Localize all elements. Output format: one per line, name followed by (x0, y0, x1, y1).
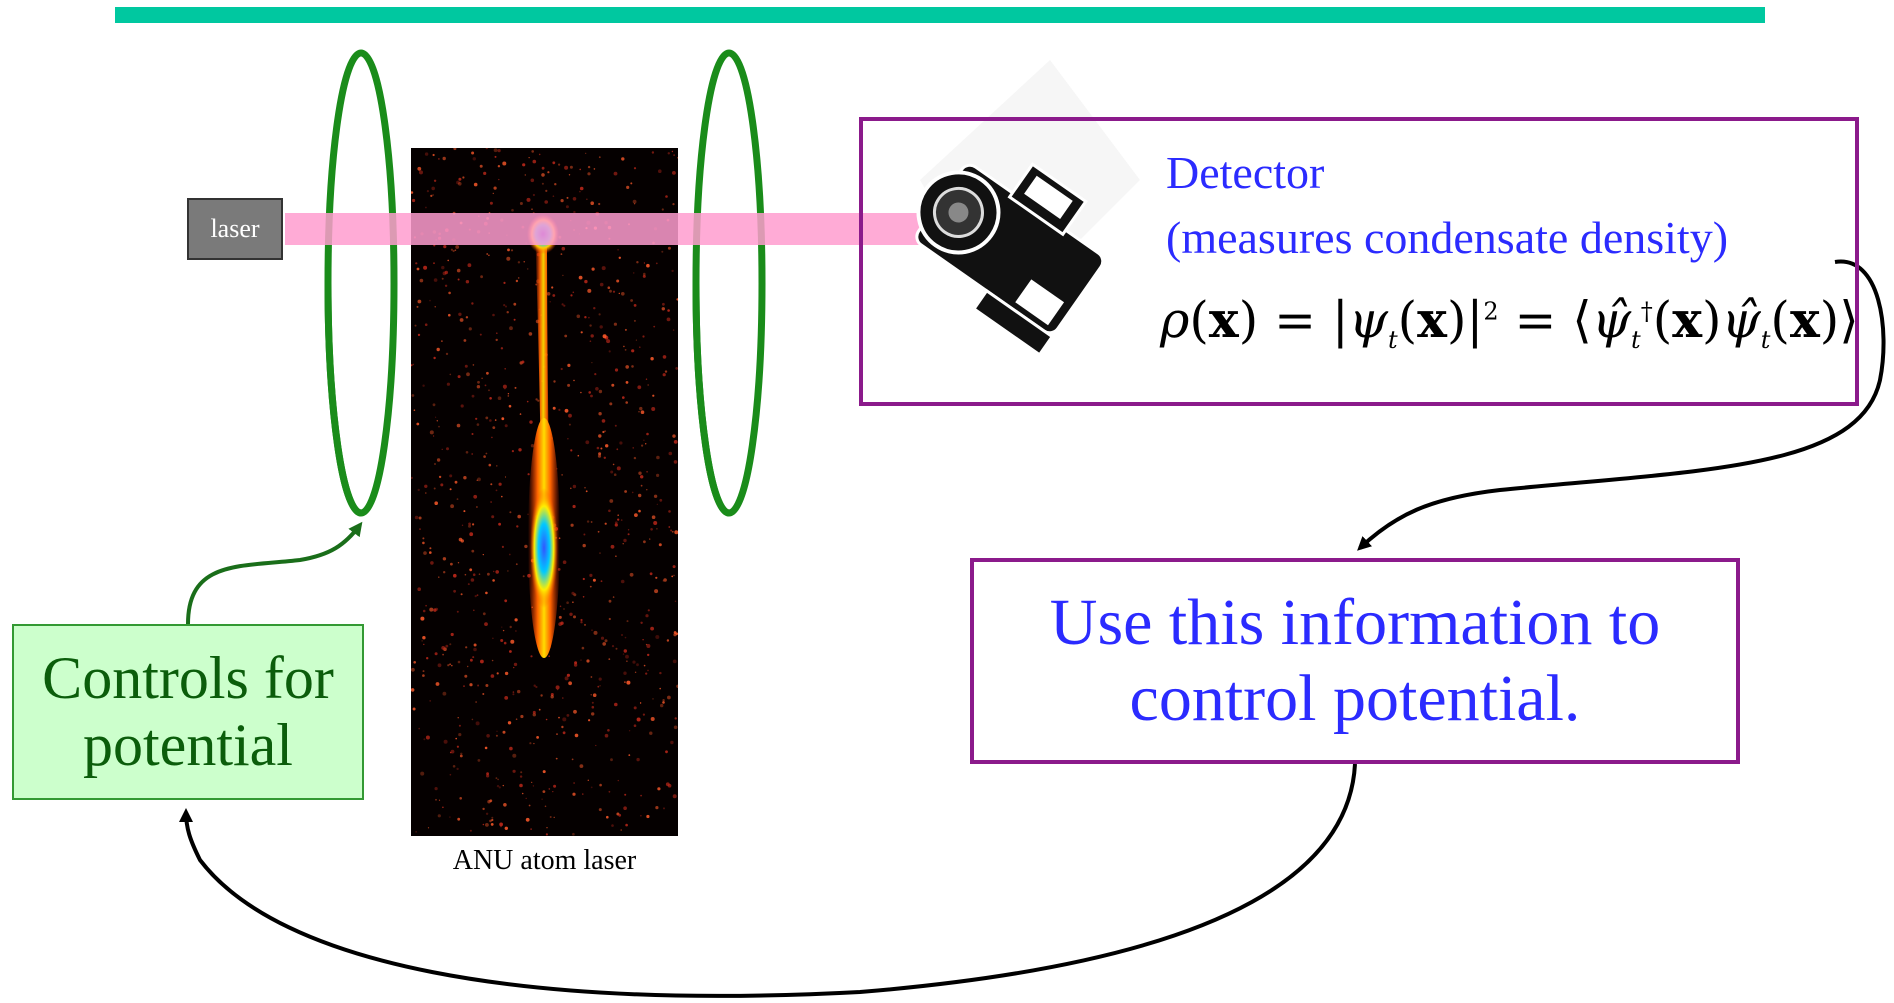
density-equation: ρ(x) = |ψt(x)|2 = ⟨ψ̂t†(x)ψ̂t(x)⟩ (1160, 290, 1859, 354)
top-rule (115, 7, 1765, 23)
info-line-2: control potential. (1129, 662, 1581, 735)
right-coil-front (692, 282, 730, 517)
controls-box: Controls for potential (12, 624, 364, 800)
laser-label: laser (187, 198, 283, 260)
controls-to-coil-arrow (186, 521, 363, 625)
info-line-1: Use this information to (1049, 586, 1661, 660)
info-box: Use this information to control potentia… (970, 558, 1740, 764)
camera-icon (915, 60, 1140, 357)
controls-line-1: Controls for (42, 644, 334, 711)
detector-box (859, 117, 1859, 406)
detector-title: Detector (1166, 147, 1325, 198)
detector-subtitle: (measures condensate density) (1166, 212, 1729, 263)
detector-to-info-arrow (1357, 259, 1886, 551)
controls-line-2: potential (83, 712, 293, 778)
atom-laser-caption: ANU atom laser (452, 845, 637, 876)
left-coil-front (324, 282, 362, 517)
info-to-controls-arrow (179, 763, 1357, 998)
laser-beam (285, 213, 955, 245)
controls-text: Controls for potential (42, 645, 334, 779)
atom-laser-image (411, 148, 678, 836)
info-text: Use this information to control potentia… (1050, 585, 1660, 737)
